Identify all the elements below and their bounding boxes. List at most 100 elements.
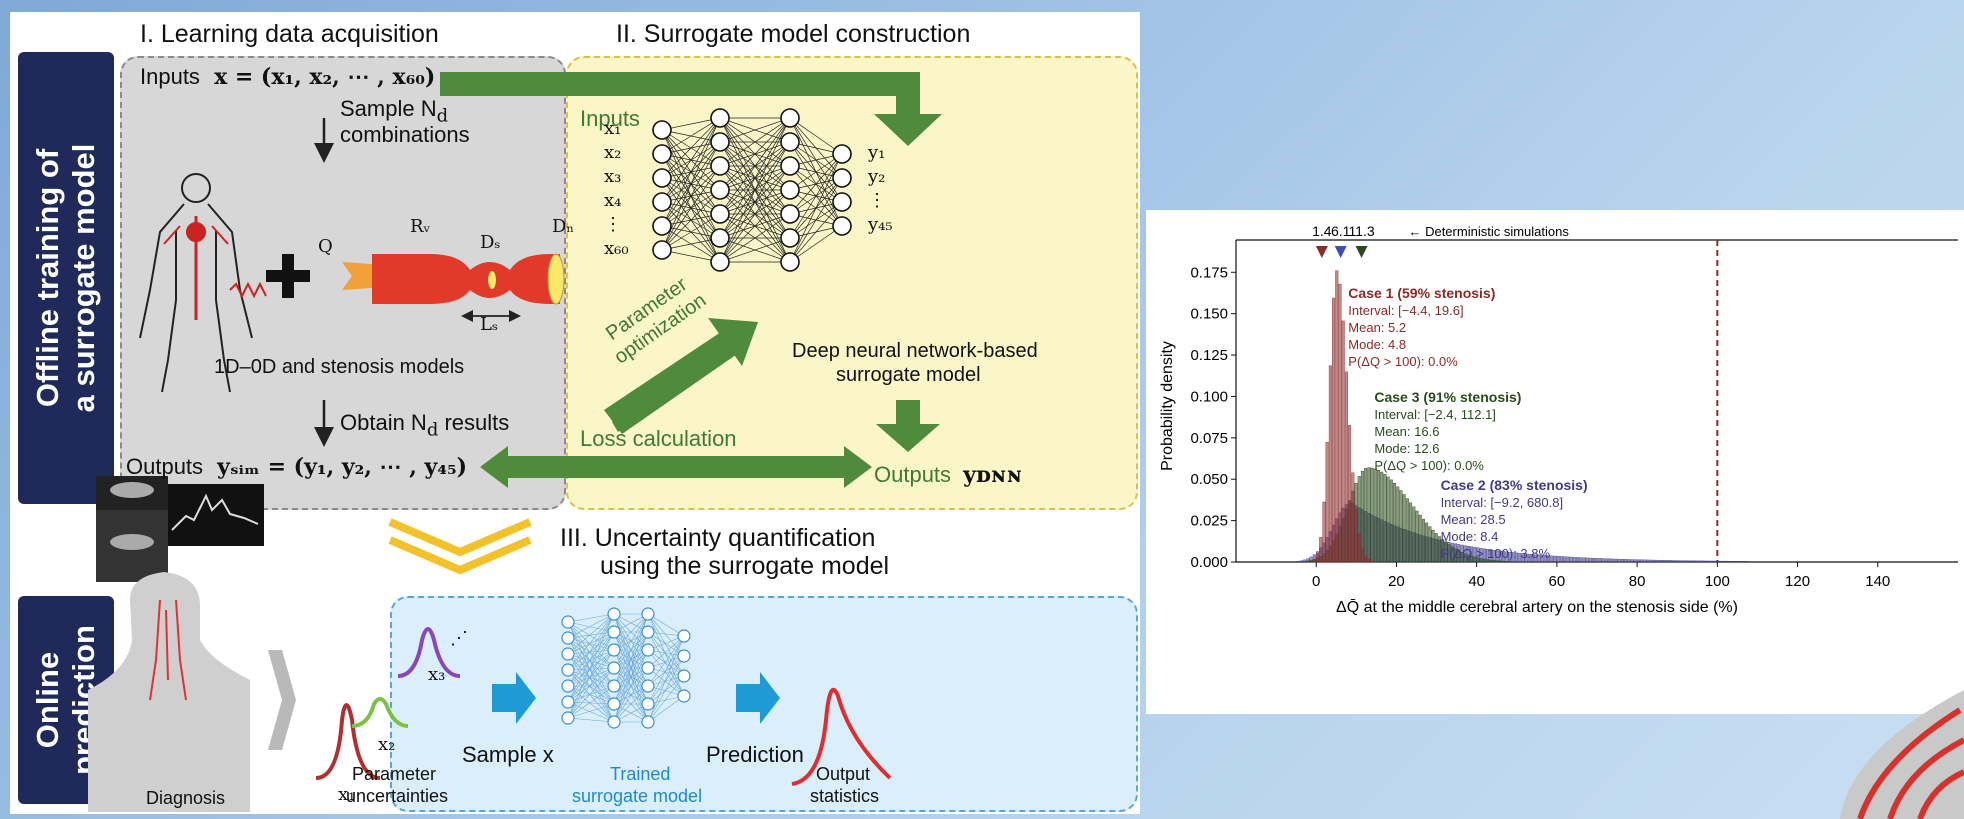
plus-icon [266,254,310,298]
histogram-bar [1701,560,1705,563]
x-tick-label: 20 [1388,573,1405,590]
trained-nn-node [641,715,655,729]
nn-node [652,144,672,164]
histogram-bar [1572,557,1576,563]
y-tick-label: 0.000 [1190,554,1228,571]
trained-nn-node [561,615,575,629]
histogram-bar [1399,490,1403,563]
histogram-bar [1733,561,1737,563]
nn-node [832,216,852,236]
nn-output-label: ⋮ [868,190,886,211]
histogram-bar [1681,560,1685,563]
output-statistics-curve [791,688,892,786]
param-uncertainties-1: Parameter [352,764,437,784]
nn-node [710,252,730,272]
y-tick-label: 0.050 [1190,471,1228,488]
histogram-bar [1328,365,1332,563]
histogram-bar [1454,548,1458,563]
inputs-math: x = (x₁, x₂, ⋯ , x₆₀) [214,64,436,90]
sample-x-label: Sample x [462,742,554,767]
trained-nn-node [641,661,655,675]
histogram-bar [1425,522,1429,563]
histogram-bar [1617,558,1621,563]
trained-nn-node [561,663,575,677]
deterministic-label: ← Deterministic simulations [1408,224,1569,239]
trained-nn-node [561,695,575,709]
histogram-bar [1720,560,1724,563]
nn-node [710,132,730,152]
diagram-drawing [88,72,942,812]
diagnosis-label: Diagnosis [146,788,226,808]
histogram-bar [1537,554,1541,563]
output-stats-1: Output [816,764,871,784]
nn-node [652,216,672,236]
histogram-bar [1441,539,1445,563]
histogram-bar [1316,553,1320,563]
histogram-bar [1553,555,1557,563]
nn-output-label: y₄₅ [868,214,893,235]
histogram-bar [1694,560,1698,563]
histogram-bar [1665,560,1669,563]
histogram-bar [1534,554,1538,563]
series-1-bars [1312,270,1374,563]
y-tick-label: 0.150 [1190,306,1228,323]
histogram-bar [1421,518,1425,563]
histogram-bar [1386,476,1390,563]
chevron-down-icon [388,518,532,575]
series-annotation-line: Mode: 8.4 [1441,529,1499,544]
trained-nn-node [607,715,621,729]
x-tick-label: 0 [1312,573,1320,590]
x-axis-label: ΔQ̄ at the middle cerebral artery on the… [1336,599,1738,616]
obtain-label: Obtain Nd results [340,410,510,441]
nn-input-label: x₃ [604,166,622,187]
outputs-math: yₛᵢₘ = (y₁, y₂, ⋯ , y₄₅) [217,454,468,480]
histogram-bar [1351,472,1355,563]
histogram-bar [1723,560,1727,563]
prediction-label: Prediction [706,742,804,767]
histogram-bar [1659,560,1663,563]
dn-label: Dₙ [552,216,575,237]
x-tick-label: 140 [1865,573,1890,590]
trained-nn-node [641,697,655,711]
y-tick-label: 0.025 [1190,513,1228,530]
histogram-bar [1476,557,1480,563]
histogram-bar [1736,561,1740,563]
parameter-optimization-arrow [604,318,758,434]
inputs-label: Inputs x = (x₁, x₂, ⋯ , x₆₀) [140,64,436,90]
histogram-bar [1742,561,1746,563]
series-annotation-line: Mode: 12.6 [1374,441,1439,456]
histogram-bar [1489,559,1493,563]
histogram-bar [1450,546,1454,563]
trained-nn-node [607,625,621,639]
histogram-bar [1729,560,1733,563]
resistor-icon [229,281,267,299]
histogram-bar [1370,467,1374,563]
dnn-caption-1: Deep neural network-based [792,340,1038,362]
x-tick-label: 100 [1705,573,1730,590]
histogram-bar [1710,560,1714,563]
dnn-outputs-label: Outputs yᴅɴɴ [874,462,1023,488]
histogram-bar [1393,482,1397,563]
histogram-bar [1652,559,1656,563]
nn-input-label: x₆₀ [604,238,629,259]
y-tick-label: 0.075 [1190,430,1228,447]
nn-node [710,180,730,200]
trained-nn-node [561,711,575,725]
series-annotation-line: P(ΔQ > 100): 3.8% [1441,546,1551,561]
header-uncertainty-1: III. Uncertainty quantification [560,524,876,552]
series-annotation-line: P(ΔQ > 100): 0.0% [1374,458,1484,473]
histogram-bar [1312,559,1316,563]
param-uncertainties-2: uncertainties [346,786,449,806]
series-annotation-line: Mode: 4.8 [1348,337,1406,352]
nn-node [710,156,730,176]
y-tick-label: 0.125 [1190,347,1228,364]
histogram-bar [1620,559,1624,563]
histogram-bar [1470,555,1474,563]
histogram-bar [1364,468,1368,563]
histogram-bar [1319,537,1323,563]
ls-label: Lₛ [480,314,499,335]
parameter-curves [315,627,461,780]
histogram-bar [1646,559,1650,563]
trained-label-2: surrogate model [572,786,703,806]
histogram-bar [1688,560,1692,563]
